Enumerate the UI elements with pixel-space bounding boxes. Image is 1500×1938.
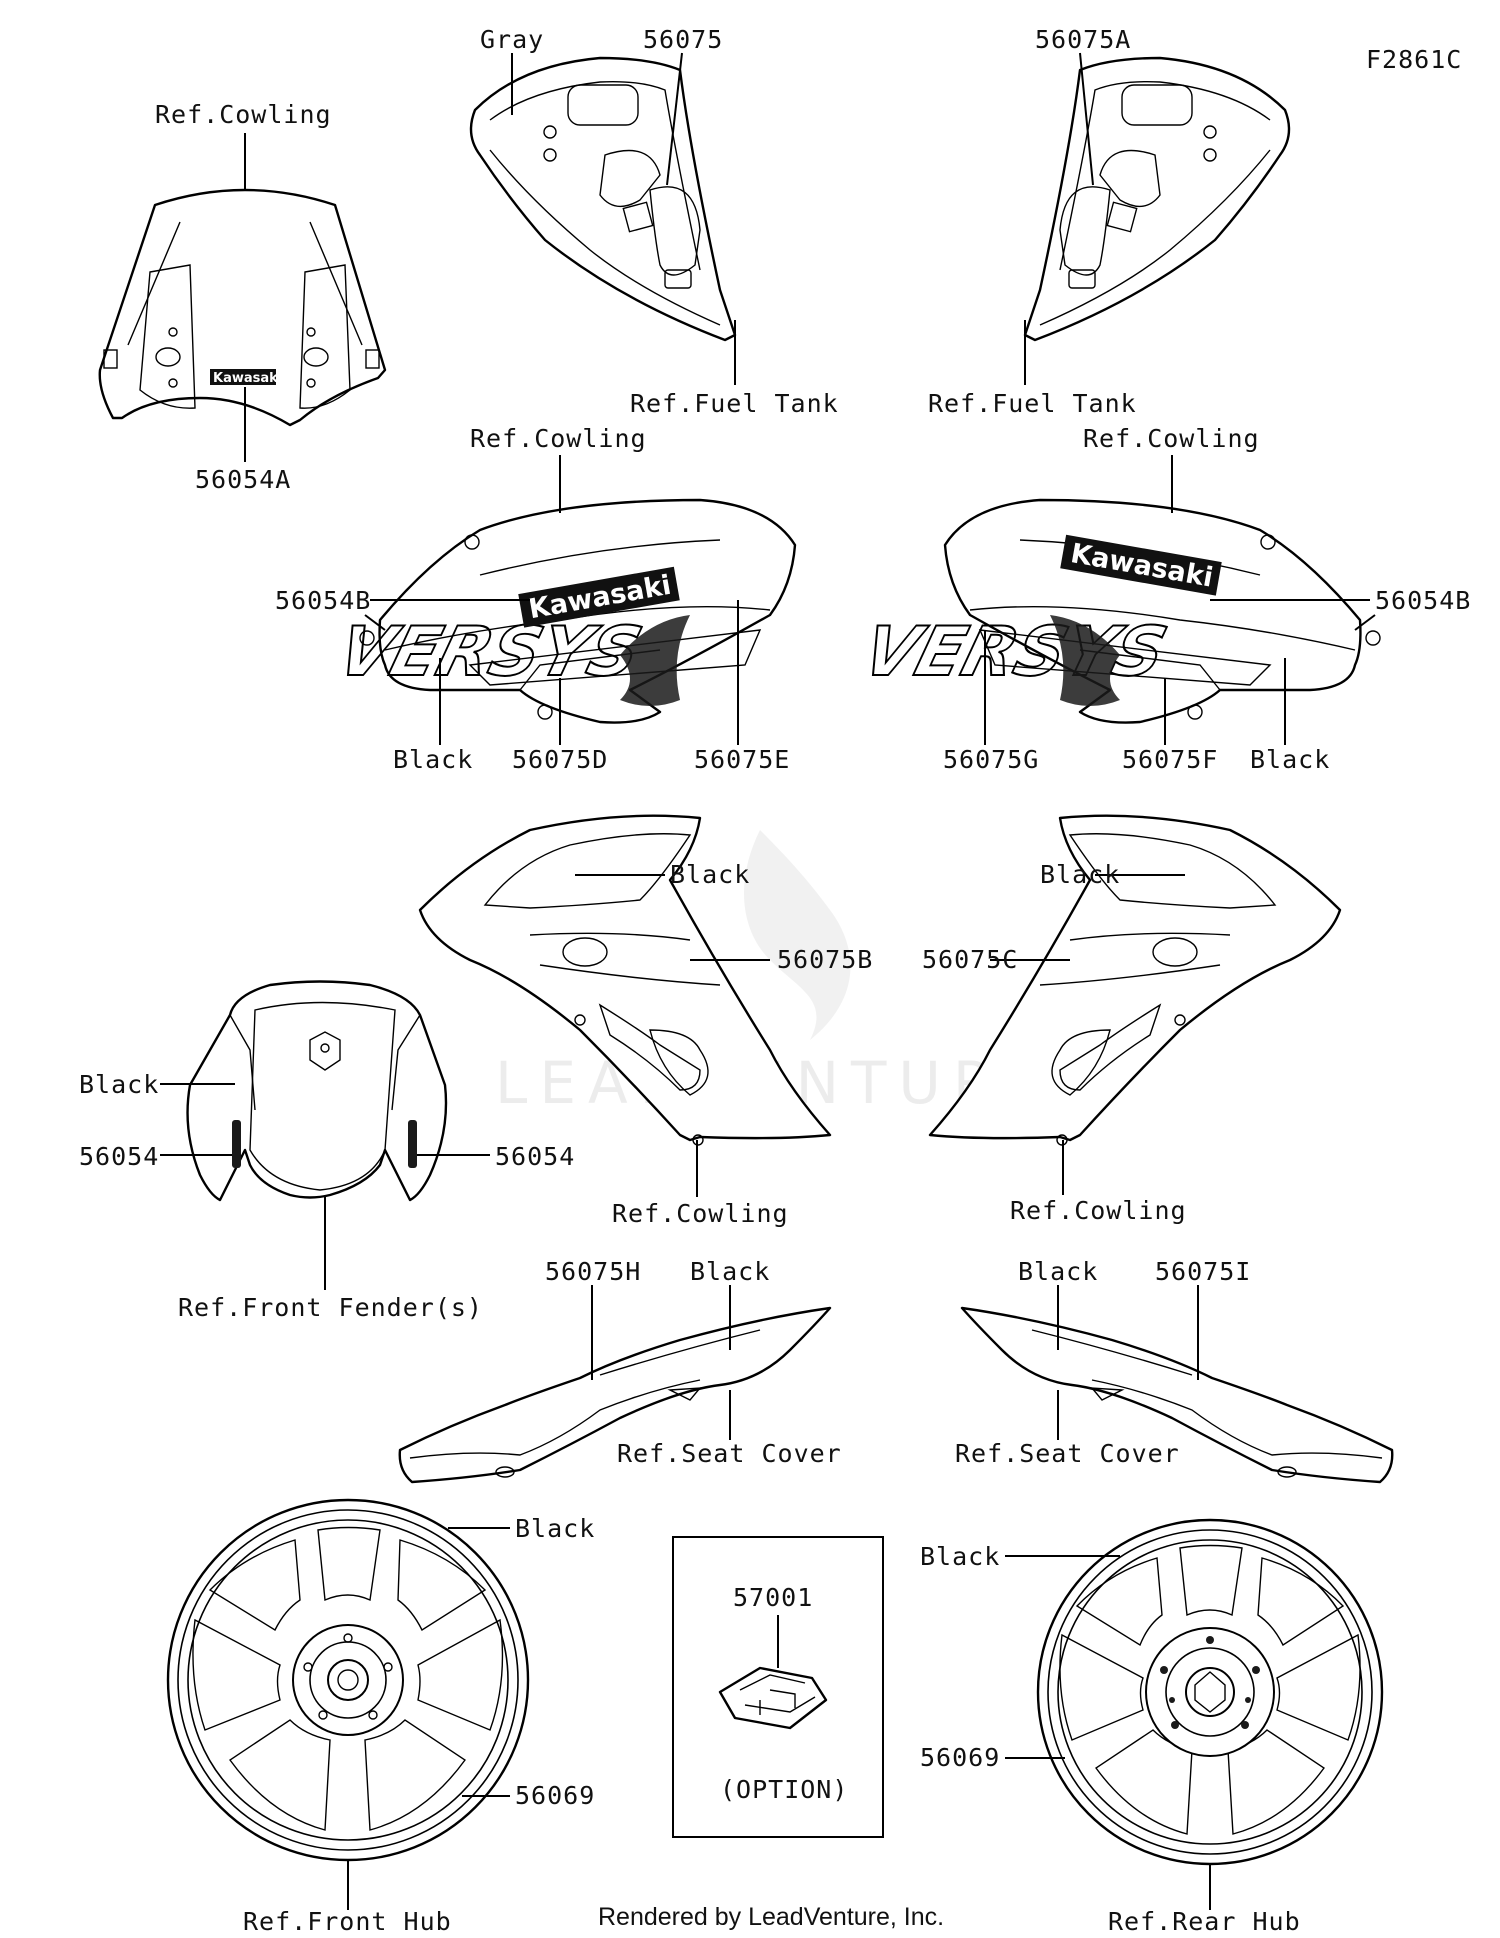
tank-cover-right: [1023, 56, 1291, 385]
option-box: 57001 (OPTION): [672, 1536, 884, 1838]
label-black-side-left: Black: [393, 745, 473, 774]
label-black-fairing-left: Black: [670, 860, 750, 889]
label-tank-right-ref: Ref.Fuel Tank: [928, 389, 1137, 418]
label-seat-left-ref: Ref.Seat Cover: [617, 1439, 842, 1468]
label-56054A: 56054A: [195, 465, 291, 494]
label-56075: 56075: [643, 25, 723, 54]
footer-credit: Rendered by LeadVenture, Inc.: [598, 1903, 944, 1931]
label-tank-left-ref: Ref.Fuel Tank: [630, 389, 839, 418]
label-57001: 57001: [733, 1583, 813, 1612]
fender-right-decal: [408, 1120, 417, 1168]
label-black-fairing-right: Black: [1040, 860, 1120, 889]
label-56069-rear: 56069: [920, 1743, 1000, 1772]
label-wheel-front-ref: Ref.Front Hub: [243, 1907, 452, 1936]
label-side-left-ref: Ref.Cowling: [470, 424, 647, 453]
label-56075F: 56075F: [1122, 745, 1218, 774]
label-windshield-ref: Ref.Cowling: [155, 100, 332, 129]
clip-part-icon: [718, 1666, 828, 1730]
label-wheel-rear-ref: Ref.Rear Hub: [1108, 1907, 1301, 1936]
side-cowl-left: VERSYS Kawasaki: [329, 498, 797, 724]
label-black-seat-right: Black: [1018, 1257, 1098, 1286]
fairing-right: [928, 814, 1342, 1146]
label-fender-ref: Ref.Front Fender(s): [178, 1293, 483, 1322]
figure-code: F2861C: [1366, 45, 1462, 74]
label-56054B-left: 56054B: [275, 586, 371, 615]
label-black-wheel-rear: Black: [920, 1542, 1000, 1571]
label-56075B: 56075B: [777, 945, 873, 974]
label-56075E: 56075E: [694, 745, 790, 774]
label-black-seat-left: Black: [690, 1257, 770, 1286]
label-side-right-ref: Ref.Cowling: [1083, 424, 1260, 453]
side-cowl-right: VERSYS Kawasaki: [854, 498, 1381, 724]
label-56075H: 56075H: [545, 1257, 641, 1286]
label-56075A: 56075A: [1035, 25, 1131, 54]
seat-cowl-right: [960, 1306, 1394, 1484]
label-black-wheel-front: Black: [515, 1514, 595, 1543]
label-56054-right: 56054: [495, 1142, 575, 1171]
label-black-fender: Black: [79, 1070, 159, 1099]
side-right-model-decal: VERSYS: [855, 613, 1175, 692]
label-56054B-right: 56054B: [1375, 586, 1471, 615]
fairing-left: [418, 814, 832, 1146]
windshield-kawasaki-decal: [210, 369, 276, 385]
label-56075I: 56075I: [1155, 1257, 1251, 1286]
front-wheel: [166, 1498, 530, 1862]
rear-wheel: [1036, 1518, 1384, 1866]
fender-left-decal: [232, 1120, 241, 1168]
windshield-decal-text: Kawasaki: [213, 371, 282, 386]
flame-watermark-icon: [743, 830, 851, 1040]
label-fairing-right-ref: Ref.Cowling: [1010, 1196, 1187, 1225]
side-left-model-decal: VERSYS: [330, 613, 650, 692]
label-option: (OPTION): [720, 1775, 848, 1804]
label-seat-right-ref: Ref.Seat Cover: [955, 1439, 1180, 1468]
label-56054-left: 56054: [79, 1142, 159, 1171]
seat-cowl-left: [398, 1306, 832, 1484]
label-gray: Gray: [480, 25, 544, 54]
label-fairing-left-ref: Ref.Cowling: [612, 1199, 789, 1228]
label-56075C: 56075C: [922, 945, 1018, 974]
label-black-side-right: Black: [1250, 745, 1330, 774]
tank-cover-left: [469, 56, 737, 385]
label-56069-front: 56069: [515, 1781, 595, 1810]
front-fender: [186, 980, 448, 1202]
windshield: Kawasaki: [98, 188, 387, 427]
label-56075D: 56075D: [512, 745, 608, 774]
label-56075G: 56075G: [943, 745, 1039, 774]
